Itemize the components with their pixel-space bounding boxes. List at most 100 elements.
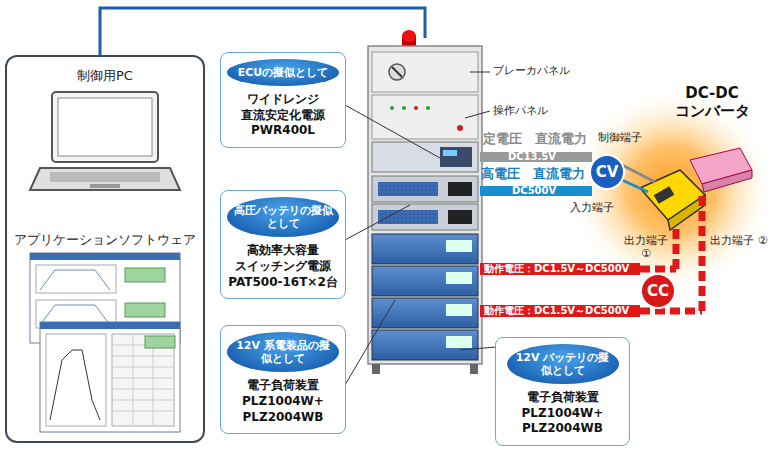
laptop	[30, 92, 180, 190]
label-text: 入力端子	[570, 201, 630, 214]
label-text: 出力端子 ①	[620, 234, 672, 260]
illustration-part	[673, 226, 680, 269]
illustration-part	[372, 95, 478, 139]
illustration-part	[389, 64, 405, 80]
illustration-part	[702, 170, 752, 192]
illustration-part	[480, 305, 640, 317]
callout-body: 高効率大容量 スイッチング電源 PAT500-16T×2台	[227, 243, 339, 290]
illustration-part	[574, 92, 770, 288]
callout-box: 高圧バッテリの擬似として高効率大容量 スイッチング電源 PAT500-16T×2…	[220, 190, 346, 299]
illustration-part	[50, 172, 160, 182]
label-text: DC13.5V	[508, 151, 578, 163]
illustration-part	[470, 364, 478, 374]
illustration-part	[457, 125, 463, 131]
test-rack	[368, 30, 482, 374]
pc-panel: 制御用PC アプリケーションソフトウェア	[5, 55, 205, 443]
illustration-part	[622, 165, 655, 182]
illustration-part	[40, 322, 180, 329]
illustration-part	[426, 106, 430, 110]
illustration-part	[480, 263, 640, 275]
label-text: DC-DC コンバータ	[662, 84, 762, 120]
software-screens	[30, 253, 180, 432]
panel-text: アプリケーションソフトウェア	[7, 231, 203, 249]
illustration-part	[345, 205, 410, 240]
callout-heading: 12V 系電装品の擬似として	[227, 332, 339, 372]
illustration-part	[52, 92, 158, 162]
illustration-part	[46, 334, 106, 426]
illustration-part	[640, 308, 702, 315]
panel-text: 制御用PC	[7, 67, 203, 85]
illustration-part	[440, 147, 472, 167]
callout-box: 12V バッテリの擬似として電子負荷装置 PLZ1004W+ PLZ2004WB	[495, 337, 630, 446]
illustration-part	[372, 266, 478, 296]
callout-box: ECUの擬似としてワイドレンジ 直流安定化電源 PWR400L	[220, 52, 346, 148]
mode-circle: CC	[640, 273, 676, 309]
illustration-part	[443, 150, 457, 156]
illustration-part	[480, 152, 592, 162]
illustration-part	[125, 303, 165, 317]
illustration-part	[40, 270, 110, 290]
illustration-part	[372, 176, 478, 202]
power-lines	[480, 152, 702, 317]
illustration-part	[5, 55, 205, 443]
label-text: 出力端子 ②	[710, 234, 768, 247]
illustration-part	[448, 210, 472, 224]
illustration-part	[448, 182, 472, 196]
label-text: 操作パネル	[493, 104, 573, 117]
illustration-part	[414, 106, 418, 110]
callout-heading: 12V バッテリの擬似として	[507, 344, 619, 384]
illustration-part	[402, 30, 416, 42]
illustration-part	[446, 272, 472, 284]
dc-dc-converter	[574, 92, 770, 288]
label-text: DC500V	[512, 185, 572, 197]
illustration-part	[372, 234, 478, 264]
illustration-part	[372, 142, 478, 172]
illustration-part	[36, 265, 116, 293]
illustration-part	[90, 184, 120, 188]
illustration-part	[390, 106, 394, 110]
label-text: 制御端子	[598, 131, 658, 144]
illustration-part	[378, 182, 438, 196]
illustration-part	[30, 253, 180, 260]
mode-circle: CV	[589, 154, 625, 190]
label-text: 高電圧 直流電力	[481, 166, 593, 182]
mode-text: CV	[596, 163, 619, 181]
callout-body: 電子負荷装置 PLZ1004W+ PLZ2004WB	[227, 378, 339, 425]
mode-text: CC	[647, 282, 669, 300]
illustration-part	[699, 192, 706, 311]
callout-box: 12V 系電装品の擬似として電子負荷装置 PLZ1004W+ PLZ2004WB	[220, 325, 346, 434]
illustration-part	[470, 72, 490, 73]
illustration-part	[345, 105, 440, 158]
illustration-part	[50, 350, 100, 420]
callout-heading: 高圧バッテリの擬似として	[227, 197, 339, 237]
illustration-part	[402, 106, 406, 110]
illustration-part	[465, 111, 490, 118]
illustration-part	[145, 336, 175, 348]
callout-heading: ECUの擬似として	[227, 59, 339, 86]
illustration-part	[372, 330, 478, 360]
illustration-part	[446, 304, 472, 316]
illustration-part	[30, 168, 180, 190]
illustration-part	[125, 268, 165, 282]
illustration-part	[392, 67, 402, 77]
illustration-part	[446, 336, 472, 348]
label-text: 定電圧 直流電力	[483, 131, 595, 147]
callout-body: ワイドレンジ 直流安定化電源 PWR400L	[227, 92, 339, 139]
illustration-part	[58, 98, 152, 156]
label-text: 動作電圧：DC1.5V～DC500V	[484, 263, 640, 275]
illustration-part	[372, 364, 380, 374]
illustration-part	[622, 180, 648, 192]
illustration-part	[40, 322, 180, 432]
illustration-part	[345, 300, 395, 385]
illustration-part	[640, 266, 676, 273]
illustration-part	[654, 186, 675, 204]
label-text: 動作電圧：DC1.5V～DC500V	[484, 305, 640, 317]
illustration-part	[112, 334, 174, 426]
illustration-part	[446, 240, 472, 252]
illustration-part	[372, 52, 478, 92]
illustration-part	[480, 186, 592, 196]
illustration-part	[112, 334, 174, 426]
callout-body: 電子負荷装置 PLZ1004W+ PLZ2004WB	[502, 390, 623, 437]
